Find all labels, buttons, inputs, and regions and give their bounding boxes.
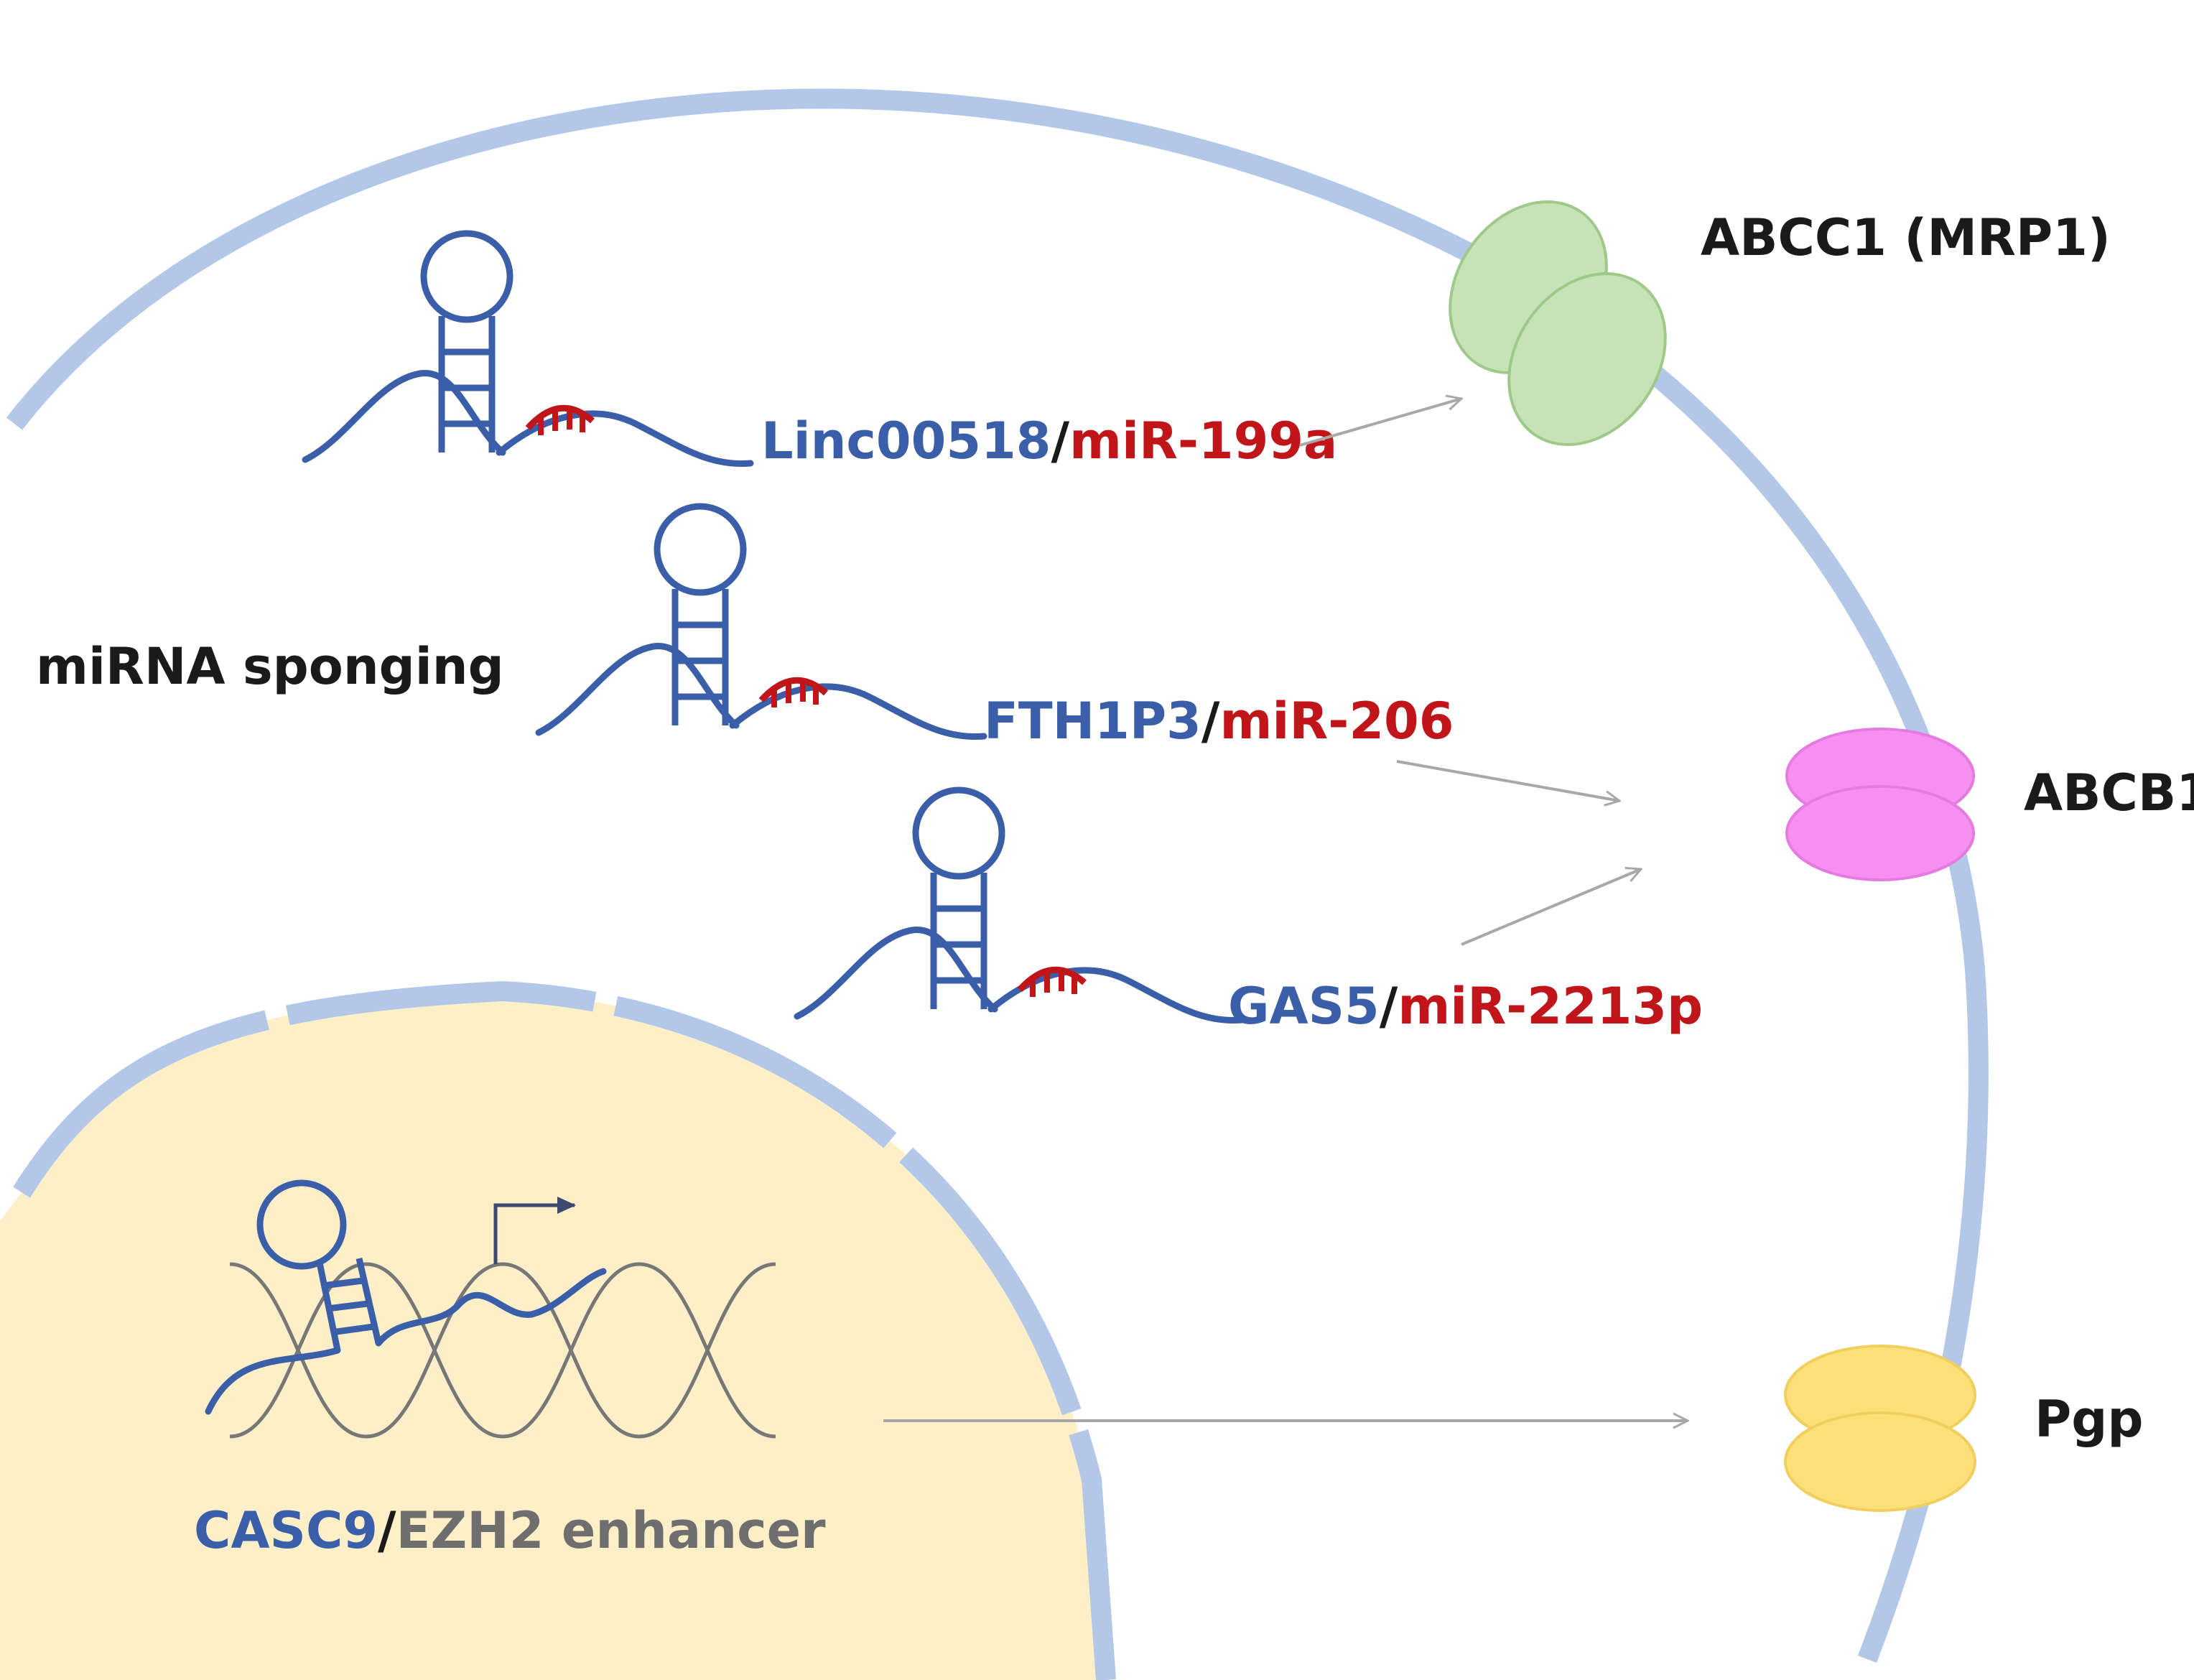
pair-label-3: GAS5/miR-2213p bbox=[1228, 977, 1703, 1036]
abcc1-transporter bbox=[1449, 200, 1667, 446]
lncrna-name-2: FTH1P3 bbox=[984, 692, 1201, 751]
mirna-name-3: miR-2213p bbox=[1398, 977, 1703, 1036]
casc9-rna bbox=[205, 1179, 607, 1415]
nucleus bbox=[0, 980, 1116, 1680]
nucleus-label: CASC9/EZH2 enhancer bbox=[194, 1501, 826, 1560]
lncrna-name-1: Linc00518 bbox=[761, 412, 1051, 470]
pair-separator-3: / bbox=[1380, 977, 1398, 1036]
arrow-fth1p3-to-abcb1 bbox=[1396, 760, 1619, 801]
nucleus-separator: / bbox=[378, 1501, 396, 1560]
mirna-sponging-label: miRNA sponging bbox=[36, 637, 504, 696]
cell-membrane bbox=[6, 88, 1989, 1663]
pair-separator-2: / bbox=[1201, 692, 1220, 751]
transcription-start-arrow bbox=[493, 1197, 576, 1264]
arrow-to-abcc1 bbox=[1299, 399, 1461, 447]
abcb1-transporter bbox=[1785, 728, 1975, 881]
pair-label-2: FTH1P3/miR-206 bbox=[984, 692, 1454, 751]
nucleus-body bbox=[0, 991, 1106, 1680]
abcc1-label: ABCC1 (MRP1) bbox=[1701, 208, 2111, 267]
mirna-name-1: miR-199a bbox=[1069, 412, 1337, 470]
abcb1-label: ABCB1 bbox=[2024, 764, 2194, 822]
lncrna-linc00518 bbox=[305, 233, 750, 464]
lncrna-name-3: GAS5 bbox=[1228, 977, 1380, 1036]
pgp-transporter bbox=[1784, 1345, 1976, 1512]
pair-label-1: Linc00518/miR-199a bbox=[761, 412, 1337, 470]
mirna-name-2: miR-206 bbox=[1219, 692, 1454, 751]
casc9-name: CASC9 bbox=[194, 1501, 378, 1560]
pgp-label: Pgp bbox=[2035, 1390, 2144, 1449]
lncrna-gas5 bbox=[797, 790, 1242, 1021]
lncrna-fth1p3 bbox=[539, 506, 984, 737]
dna-double-helix bbox=[229, 1262, 776, 1439]
nuclear-envelope bbox=[13, 980, 1116, 1680]
pair-separator-1: / bbox=[1051, 412, 1069, 470]
ezh2-enhancer-name: EZH2 enhancer bbox=[396, 1501, 826, 1560]
arrow-gas5-to-abcb1 bbox=[1461, 869, 1641, 946]
